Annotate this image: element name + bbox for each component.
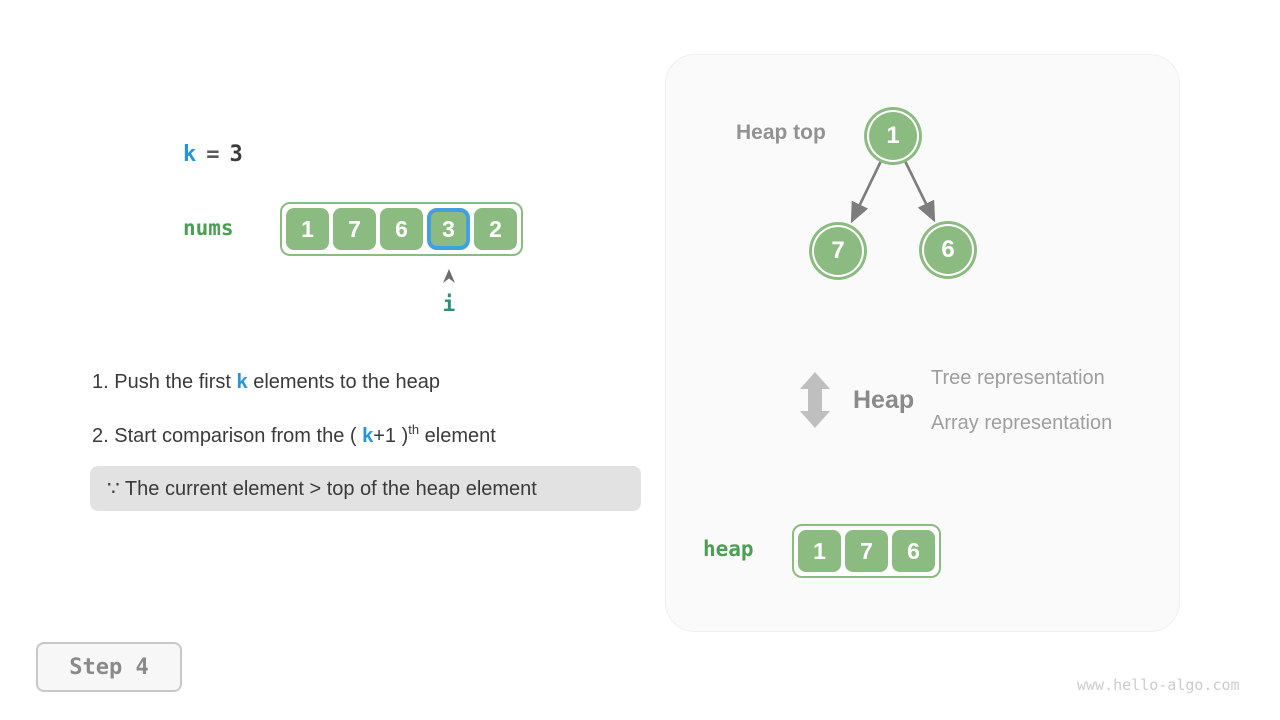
equals-sign: = [206,142,221,167]
step2-text: 2. Start comparison from the ( [92,425,363,447]
step1-k: k [236,371,248,393]
heap-top-label: Heap top [736,121,826,144]
k-equals-line: k = 3 [183,142,244,167]
step2-ordinal-suffix: th [408,422,420,437]
tree-node-root: 1 [869,112,917,160]
heap-legend-title: Heap [853,386,915,414]
step-counter-button[interactable]: Step 4 [36,642,182,692]
nums-cell: 7 [333,208,376,250]
step1-text: elements to the heap [247,371,440,393]
k-value: 3 [229,142,244,167]
tree-node-right-child: 6 [924,226,972,274]
index-i-label: i [442,292,456,316]
tree-edge-arrows [850,161,936,224]
array-representation-label: Array representation [931,412,1113,434]
condition-note-box: ∵ The current element > top of the heap … [90,466,641,511]
nums-array-label: nums [183,216,234,240]
step1-text: 1. Push the first [92,371,237,393]
step2-text: element [419,425,496,447]
heap-cell: 6 [892,530,935,572]
heap-array: 1 7 6 [792,524,941,578]
nums-cell: 6 [380,208,423,250]
instruction-step-1: 1. Push the first k elements to the heap [92,371,440,394]
instruction-step-2: 2. Start comparison from the ( k+1 )th e… [92,422,496,448]
tree-representation-label: Tree representation [931,367,1105,389]
k-variable: k [183,142,198,167]
nums-cell: 1 [286,208,329,250]
up-down-double-arrow-icon [800,372,830,428]
tree-node-left-child: 7 [814,227,862,275]
heap-cell: 1 [798,530,841,572]
step2-k: k [362,425,374,447]
nums-cell-highlighted: 3 [427,208,470,250]
pointer-up-arrow-icon [443,269,455,283]
condition-note-text: ∵ The current element > top of the heap … [107,478,537,500]
heap-array-label: heap [703,537,754,561]
step2-text: +1 ) [373,425,409,447]
nums-array: 1 7 6 3 2 [280,202,523,256]
watermark-url: www.hello-algo.com [1077,676,1240,694]
heap-cell: 7 [845,530,888,572]
nums-cell: 2 [474,208,517,250]
